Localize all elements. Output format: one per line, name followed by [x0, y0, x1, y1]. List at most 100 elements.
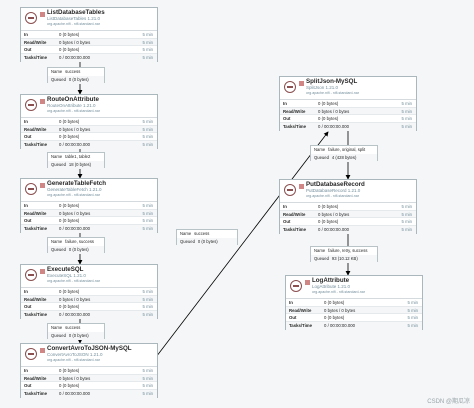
stat-label: Tasks/Time	[24, 312, 48, 318]
processor-bundle: org.apache.nifi - nifi-standard-nar	[47, 358, 100, 362]
connection-name-value: success	[65, 69, 81, 74]
connection-queued-label: Queued	[51, 333, 66, 338]
stat-period: 5 min	[401, 204, 412, 209]
processor-bundle: org.apache.nifi - nifi-standard-nar	[47, 109, 100, 113]
stat-period: 5 min	[142, 142, 153, 148]
connection-queued-value: 93 (10.12 KB)	[331, 256, 358, 261]
processor-name: LogAttribute	[312, 277, 350, 284]
stat-period: 5 min	[142, 218, 153, 224]
stat-value: 0 bytes / 0 bytes	[59, 375, 91, 381]
connection-name-value: success	[65, 325, 81, 330]
stat-label: In	[283, 101, 287, 106]
stat-value: 0 (0 bytes)	[59, 383, 80, 389]
stat-label: Out	[283, 116, 291, 122]
connection-name-label: Name	[314, 147, 326, 152]
processor-type: GenerateTableFetch 1.21.0	[47, 187, 102, 192]
connection-name-value: failure, success	[65, 239, 95, 244]
stat-period: 5 min	[142, 383, 153, 389]
stat-period: 5 min	[142, 134, 153, 140]
connection-name-label: Name	[314, 248, 326, 253]
stat-label: Tasks/Time	[289, 323, 313, 329]
processor-icon	[25, 348, 37, 360]
processor-header: GenerateTableFetch GenerateTableFetch 1.…	[21, 179, 157, 202]
stat-period: 5 min	[142, 119, 153, 124]
processor-header: ListDatabaseTables ListDatabaseTables 1.…	[21, 8, 157, 31]
processor-routeonattribute[interactable]: RouteOnAttribute RouteOnAttribute 1.21.0…	[20, 94, 158, 149]
stat-period: 5 min	[142, 210, 153, 216]
stat-label: Out	[24, 218, 32, 224]
processor-name: SplitJson-MySQL	[306, 78, 358, 85]
stat-period: 5 min	[142, 126, 153, 132]
stat-label: In	[24, 119, 28, 124]
stat-value: 0 / 00:00:00.000	[318, 124, 350, 130]
stat-value: 0 / 00:00:00.000	[59, 226, 91, 232]
connection-name-label: Name	[51, 325, 63, 330]
stopped-icon	[40, 99, 45, 104]
stat-label: Tasks/Time	[24, 391, 48, 397]
processor-icon	[290, 280, 302, 292]
processor-listdatabasetables[interactable]: ListDatabaseTables ListDatabaseTables 1.…	[20, 7, 158, 62]
processor-executesql[interactable]: ExecuteSQL ExecuteSQL 1.21.0 org.apache.…	[20, 264, 158, 319]
stat-value: 0 (0 bytes)	[59, 289, 80, 294]
stat-label: Read/Write	[24, 210, 47, 216]
stat-value: 0 (0 bytes)	[59, 203, 80, 208]
stat-value: 0 (0 bytes)	[318, 101, 339, 106]
stat-label: Read/Write	[283, 211, 306, 217]
processor-header: PutDatabaseRecord PutDatabaseRecord 1.21…	[280, 180, 416, 203]
processor-bundle: org.apache.nifi - nifi-standard-nar	[47, 279, 100, 283]
connection-name-value: failure, retry, success	[328, 248, 368, 253]
connection-queued-value: 18 (0 bytes)	[68, 162, 92, 167]
processor-putdatabaserecord[interactable]: PutDatabaseRecord PutDatabaseRecord 1.21…	[279, 179, 417, 234]
processor-icon	[25, 12, 37, 24]
stat-period: 5 min	[407, 307, 418, 313]
processor-splitjson-mysql[interactable]: SplitJson-MySQL SplitJson 1.21.0 org.apa…	[279, 76, 417, 131]
connection-name-label: Name	[51, 239, 63, 244]
stat-period: 5 min	[401, 101, 412, 106]
stat-label: Out	[24, 134, 32, 140]
processor-type: SplitJson 1.21.0	[306, 85, 339, 90]
connection-queued-value: 4 (428 bytes)	[331, 155, 357, 160]
processor-header: RouteOnAttribute RouteOnAttribute 1.21.0…	[21, 95, 157, 118]
processor-logattribute[interactable]: LogAttribute LogAttribute 1.21.0 org.apa…	[285, 275, 423, 330]
processor-icon	[284, 184, 296, 196]
connection-queued-label: Queued	[51, 77, 66, 82]
processor-generatetablefetch[interactable]: GenerateTableFetch GenerateTableFetch 1.…	[20, 178, 158, 233]
stat-period: 5 min	[407, 300, 418, 305]
stat-value: 0 / 00:00:00.000	[324, 323, 356, 329]
stat-value: 0 / 00:00:00.000	[59, 391, 91, 397]
stat-value: 0 (0 bytes)	[59, 134, 80, 140]
stopped-icon	[305, 280, 310, 285]
processor-convertavrotojson-mysql[interactable]: ConvertAvroToJSON-MySQL ConvertAvroToJSO…	[20, 343, 158, 398]
stat-label: In	[24, 203, 28, 208]
processor-bundle: org.apache.nifi - nifi-standard-nar	[47, 22, 100, 26]
stat-period: 5 min	[142, 203, 153, 208]
stat-period: 5 min	[142, 312, 153, 318]
stat-period: 5 min	[401, 227, 412, 233]
stat-period: 5 min	[142, 55, 153, 61]
stat-period: 5 min	[142, 368, 153, 373]
stat-in: In 0 (0 bytes) 5 min	[280, 100, 416, 108]
stat-value: 0 (0 bytes)	[324, 315, 345, 321]
